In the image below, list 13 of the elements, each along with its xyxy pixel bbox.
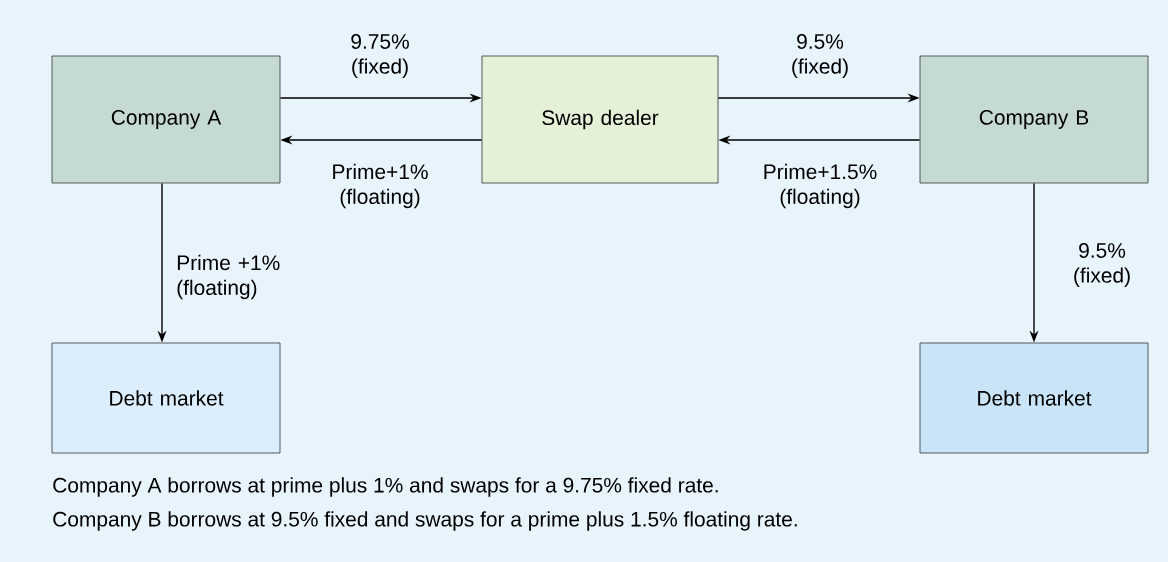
box: Company A (51, 55, 281, 184)
edge-label: 9.75% (fixed) (351, 34, 409, 78)
edge-label: Prime+1% (floating) (333, 163, 428, 209)
edge-label: 9.5% (fixed) (792, 34, 848, 78)
box: Swap dealer (481, 55, 719, 184)
box: Company B (919, 55, 1149, 184)
box: Debt market (919, 342, 1149, 454)
note: Company B borrows at 9.5% fixed and swaps for a prime plus 1.5% floating rate. (53, 511, 797, 531)
note: Company A borrows at prime plus 1% and swaps for a 9.75% fixed rate. (53, 477, 718, 497)
edge-label: 9.5% (fixed) (1074, 243, 1130, 287)
box: Debt market (51, 342, 281, 454)
edge-label: Prime +1% (floating) (177, 254, 280, 300)
edge-label: Prime+1.5% (floating) (764, 163, 877, 209)
